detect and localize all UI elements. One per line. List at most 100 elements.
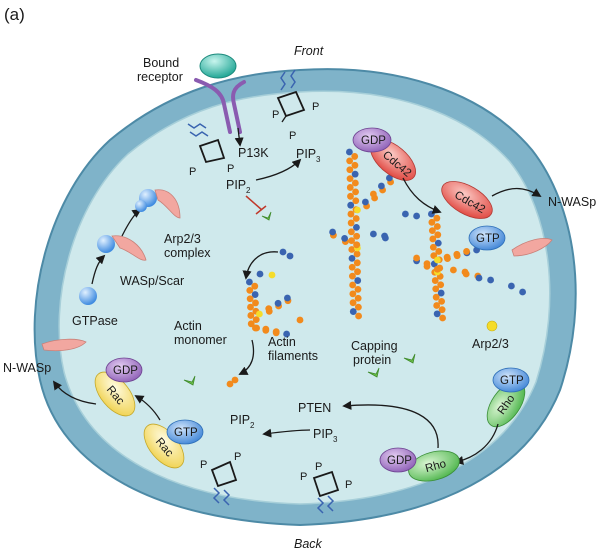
- arp23-right-icon: [486, 320, 498, 332]
- actin-subunit: [252, 316, 260, 324]
- actin-subunit: [351, 179, 359, 187]
- actin-subunit: [354, 277, 362, 284]
- actin-subunit: [431, 277, 439, 284]
- actin-subunit: [353, 259, 361, 267]
- pip-molecule-top-left: P P: [187, 123, 234, 178]
- actin-subunit: [347, 219, 355, 227]
- wasp-scar-label: WASp/Scar: [120, 274, 184, 288]
- actin-subunit: [439, 314, 446, 322]
- actin-subunit: [252, 299, 259, 307]
- actin-subunit: [346, 148, 353, 156]
- actin-monomer-cluster: [256, 248, 294, 279]
- actin-subunit: [284, 294, 291, 302]
- actin-subunit: [386, 174, 393, 182]
- rac-gdp-complex: Rac GDP: [94, 357, 143, 417]
- actin-subunit: [432, 293, 440, 301]
- p13k-arrow: [234, 127, 244, 147]
- pip-molecule-bottom-right: P P P: [300, 461, 352, 514]
- wasp-right-icon: [511, 238, 553, 257]
- actin-filament-center: [246, 278, 292, 338]
- panel-label: (a): [4, 5, 25, 24]
- svg-text:GDP: GDP: [361, 135, 386, 147]
- actin-subunit: [354, 303, 362, 311]
- actin-subunit: [349, 299, 357, 307]
- svg-text:P: P: [200, 459, 207, 471]
- capping-protein-label: Capping: [351, 339, 398, 353]
- actin-subunit: [429, 243, 437, 251]
- actin-subunit: [347, 210, 355, 218]
- actin-subunit: [347, 228, 355, 236]
- actin-subunit: [438, 297, 446, 305]
- capping-protein-icon-left: [183, 375, 196, 386]
- gtpase-label: GTPase: [72, 314, 118, 328]
- actin-subunit: [346, 175, 354, 182]
- svg-text:P: P: [315, 461, 322, 473]
- capping-protein-icon-a: [367, 367, 380, 378]
- pip-molecule-bottom-left: P P: [200, 451, 241, 506]
- actin-subunit: [434, 256, 441, 264]
- actin-subunit: [353, 223, 360, 231]
- actin-subunit: [475, 274, 483, 282]
- nwasp-left-arrow: [52, 380, 97, 405]
- bound-receptor: [194, 53, 246, 134]
- actin-filaments-label-2: filaments: [268, 349, 318, 363]
- actin-subunit: [352, 188, 359, 196]
- svg-text:GDP: GDP: [387, 455, 412, 467]
- rac-exchange-arrow: [134, 395, 161, 421]
- actin-subunit: [402, 210, 409, 218]
- actin-subunit: [351, 170, 359, 178]
- actin-subunit: [428, 227, 436, 235]
- actin-subunit: [462, 270, 470, 278]
- wasp-scar-icon: [111, 235, 147, 261]
- actin-subunit: [354, 268, 361, 276]
- actin-subunit: [355, 312, 362, 320]
- svg-text:P: P: [312, 101, 319, 113]
- actin-subunit: [262, 327, 270, 334]
- actin-subunit: [435, 248, 443, 255]
- front-label: Front: [294, 44, 324, 58]
- pip-molecule-top-right: P P P: [272, 69, 319, 142]
- actin-monomer-label: Actin: [174, 319, 202, 333]
- svg-text:Rho: Rho: [424, 458, 447, 475]
- svg-text:GTP: GTP: [500, 375, 524, 387]
- arp23-right-label: Arp2/3: [472, 337, 509, 351]
- actin-subunit: [443, 253, 451, 261]
- actin-subunit: [349, 290, 357, 298]
- actin-subunit: [329, 228, 336, 236]
- back-label: Back: [294, 537, 323, 551]
- svg-text:P: P: [189, 166, 196, 178]
- pip2-bottom-label: PIP: [230, 413, 250, 427]
- actin-subunit: [362, 198, 369, 206]
- actin-subunit: [428, 210, 435, 218]
- actin-subunit: [432, 285, 440, 293]
- pten-label: PTEN: [298, 401, 331, 415]
- nwasp-right-label: N-WASp: [548, 195, 596, 209]
- actin-subunit: [352, 215, 360, 222]
- actin-subunit: [353, 232, 361, 240]
- actin-subunit: [378, 182, 385, 190]
- actin-subunit: [348, 237, 355, 245]
- actin-subunit: [247, 312, 255, 319]
- svg-text:P: P: [234, 451, 241, 463]
- rac-gtp-complex: Rac GTP: [143, 419, 204, 469]
- svg-text:P: P: [345, 479, 352, 491]
- arp23-complex-icon: [154, 189, 181, 219]
- pip3-top-sub: 3: [316, 155, 321, 164]
- bound-receptor-label-2: receptor: [137, 70, 183, 84]
- actin-subunit: [283, 330, 290, 338]
- actin-subunit: [256, 310, 263, 318]
- actin-subunit: [450, 266, 457, 274]
- capping-protein-label-2: protein: [353, 353, 391, 367]
- nwasp-left-label: N-WASp: [3, 361, 51, 375]
- actin-subunit: [246, 295, 254, 303]
- bound-receptor-label: Bound: [143, 56, 179, 70]
- svg-text:P: P: [300, 471, 307, 483]
- actin-subunit: [437, 289, 445, 297]
- pip2-top-sub: 2: [246, 186, 251, 195]
- pip2-bottom-sub: 2: [250, 421, 255, 430]
- actin-subunit: [434, 265, 441, 273]
- actin-subunit: [434, 231, 442, 239]
- actin-subunit: [348, 254, 356, 262]
